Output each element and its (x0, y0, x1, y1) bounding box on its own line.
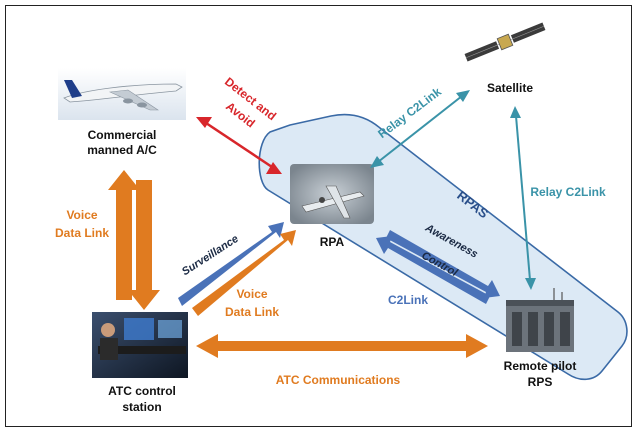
atc-communications-label: ATC Communications (276, 373, 401, 387)
commercial-label-line2: manned A/C (87, 143, 157, 157)
rpa-image (290, 164, 374, 224)
commercial-aircraft-image (58, 68, 186, 120)
diagram-frame (5, 5, 632, 427)
surveillance-label: Surveillance (180, 233, 241, 278)
surveillance-arrow (178, 222, 284, 306)
voice-datalink-rpa-arrow (192, 230, 296, 316)
rpa-label: RPA (320, 235, 345, 249)
voice-datalink-mid-line1: Voice (236, 287, 267, 301)
rps-image (506, 288, 574, 352)
commercial-label-line1: Commercial (88, 128, 157, 142)
control-arrow (376, 236, 490, 304)
relay-c2link-right-arrow (510, 106, 536, 290)
voice-datalink-vertical-arrows (108, 170, 160, 310)
voice-datalink-left-line1: Voice (66, 208, 97, 222)
rps-label-line2: RPS (528, 375, 553, 389)
voice-datalink-mid-line2: Data Link (225, 305, 279, 319)
atc-communications-arrow (196, 334, 488, 358)
atc-label-line2: station (122, 400, 161, 414)
atc-station-image (92, 312, 188, 378)
awareness-arrow (386, 230, 500, 298)
satellite-icon (464, 22, 546, 62)
satellite-label: Satellite (487, 81, 533, 95)
relay-c2link-left-label: Relay C2Link (375, 84, 444, 141)
rps-label-line1: Remote pilot (504, 359, 577, 373)
relay-c2link-left-arrow (370, 90, 470, 168)
atc-label-line1: ATC control (108, 384, 176, 398)
relay-c2link-right-label: Relay C2Link (530, 185, 606, 199)
c2link-label: C2Link (388, 293, 428, 307)
detect-avoid-arrow (196, 117, 282, 174)
voice-datalink-left-line2: Data Link (55, 226, 109, 240)
